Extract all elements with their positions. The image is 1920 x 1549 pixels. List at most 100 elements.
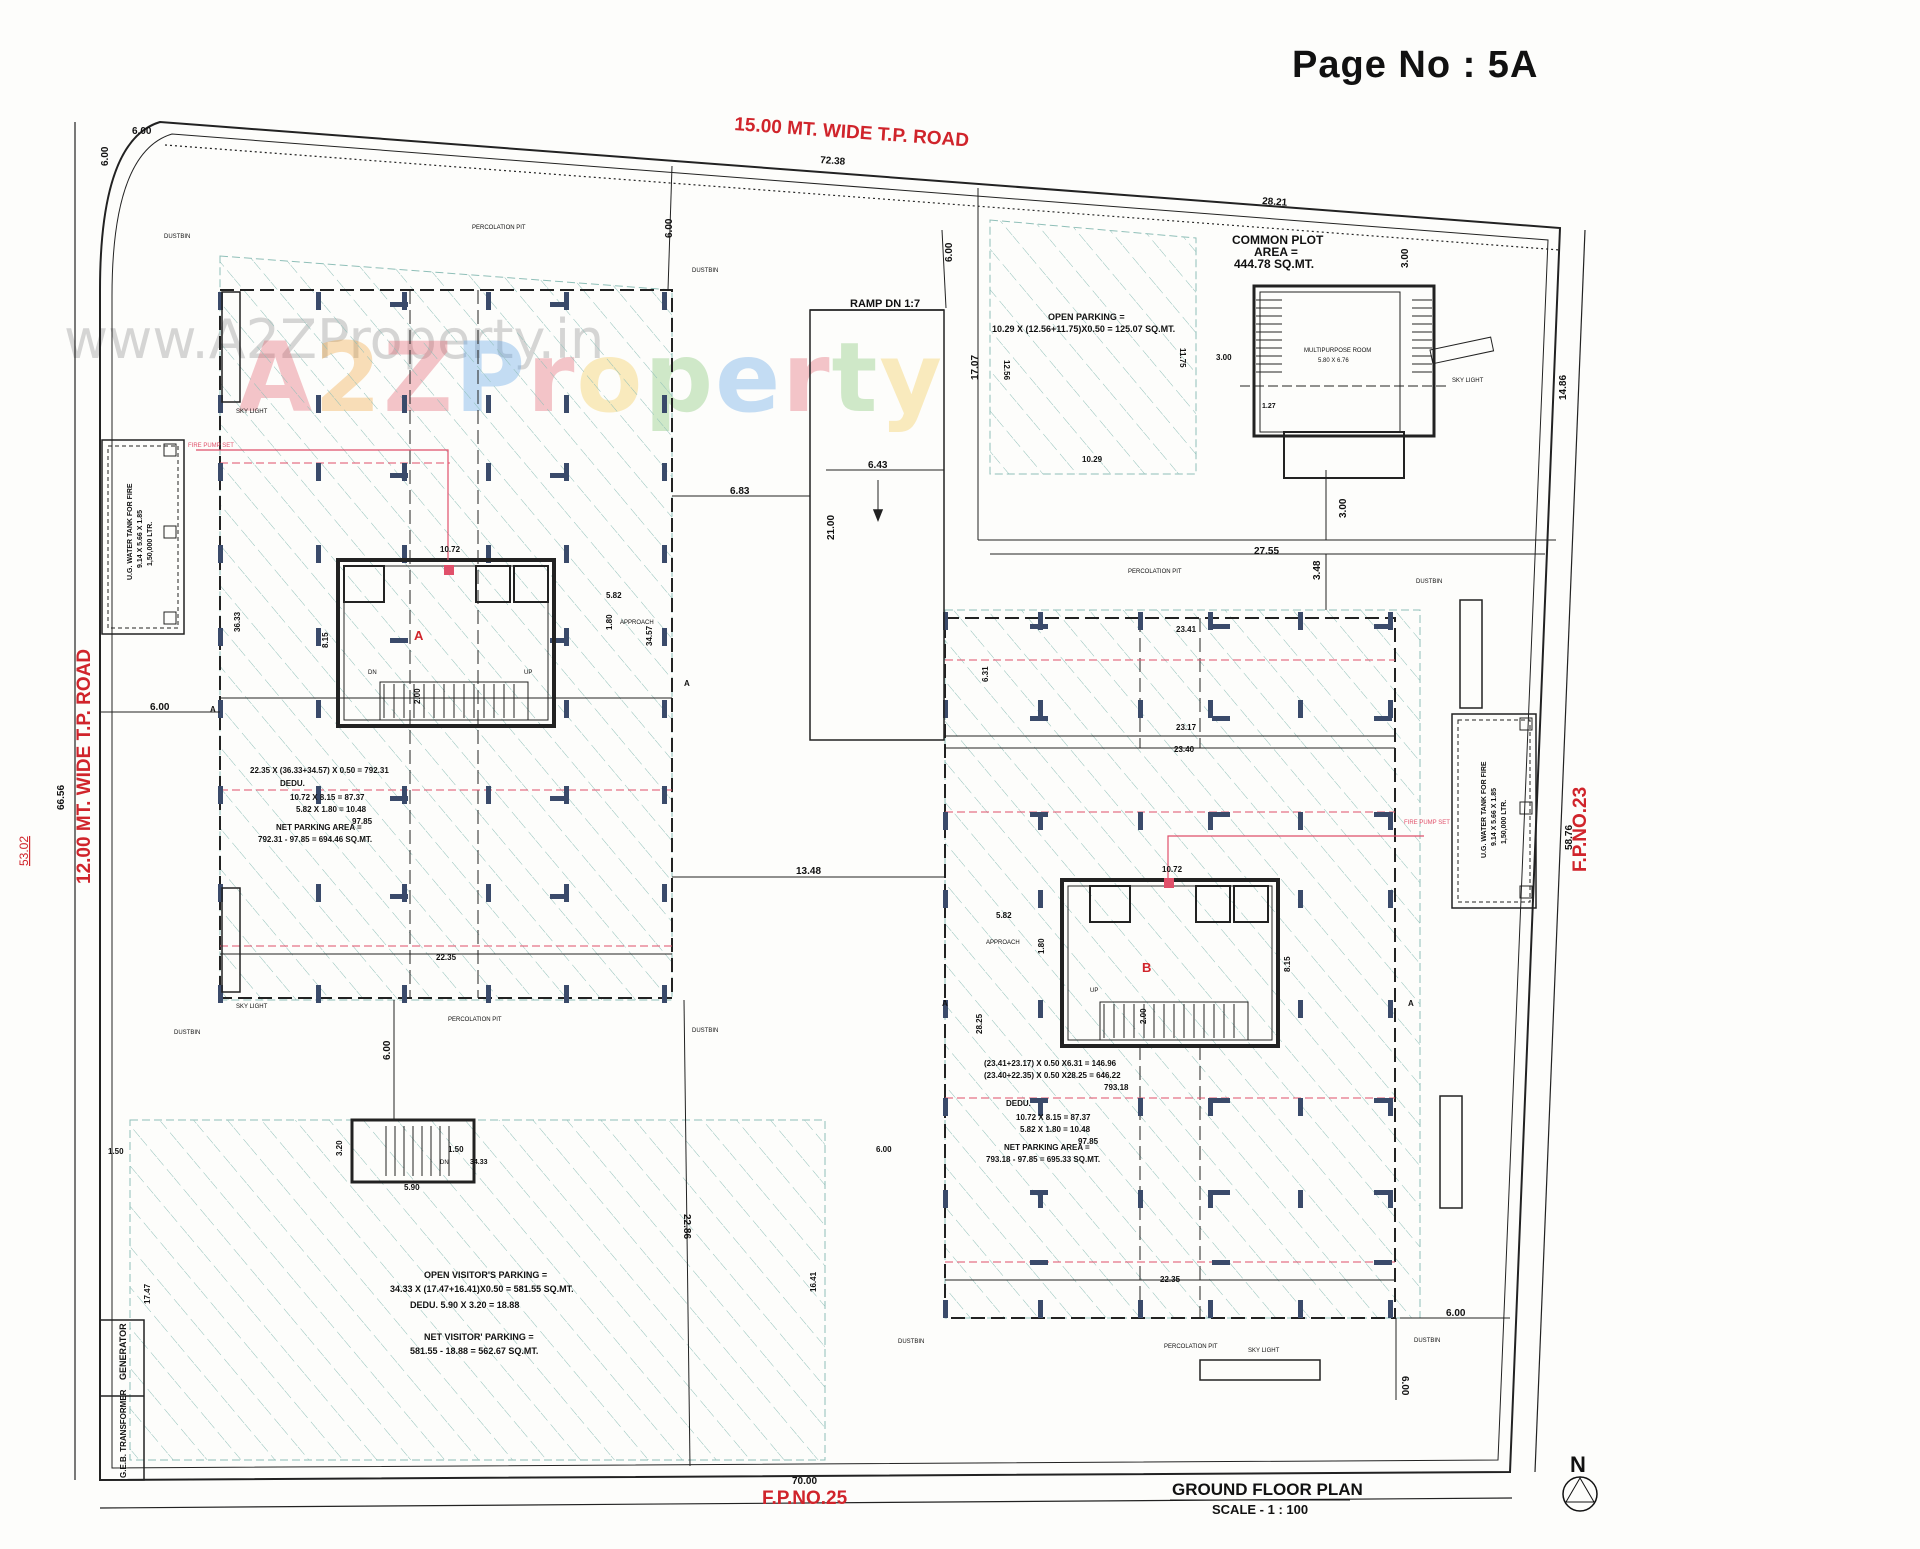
water-tank-left <box>101 439 185 635</box>
column <box>1374 716 1392 721</box>
fire-line-b <box>1167 835 1424 878</box>
calc-b-5: 5.82 X 1.80 = 10.48 <box>1020 1125 1091 1134</box>
column <box>564 884 569 902</box>
calc-b-2: 793.18 <box>1104 1083 1129 1092</box>
dustbin-4: DUSTBIN <box>174 1030 200 1036</box>
column <box>1388 612 1393 630</box>
dim-23-17: 23.17 <box>1176 723 1197 732</box>
calc-a-1: DEDU. <box>280 779 305 788</box>
column <box>564 395 569 413</box>
block-b-label: B <box>1142 960 1151 975</box>
dim-23-41: 23.41 <box>1176 625 1197 634</box>
skylight-4: SKY LIGHT <box>1248 1348 1280 1354</box>
column <box>316 545 321 563</box>
dim-14-86: 14.86 <box>1558 375 1569 400</box>
stair-b <box>1103 1004 1235 1038</box>
percolation-1: PERCOLATION PIT <box>472 225 526 231</box>
dim-6-00-t1: 6.00 <box>664 218 675 238</box>
column <box>486 786 491 804</box>
stair-multipurpose <box>1256 299 1432 373</box>
column <box>1208 1190 1213 1208</box>
column <box>564 545 569 563</box>
dim-5-82-b: 5.82 <box>996 911 1012 920</box>
column <box>218 463 223 481</box>
column <box>486 884 491 902</box>
skylight-2: SKY LIGHT <box>236 1004 268 1010</box>
ramp-label: RAMP DN 1:7 <box>850 298 920 310</box>
section-a-right: A <box>684 679 690 688</box>
column <box>218 884 223 902</box>
section-a-left: A <box>210 705 216 714</box>
column <box>316 786 321 804</box>
dim-28-21: 28.21 <box>1262 196 1288 209</box>
calc-a-2: 10.72 X 8.15 = 87.37 <box>290 793 365 802</box>
dim-6-83: 6.83 <box>730 486 750 497</box>
dustbin-1: DUSTBIN <box>164 234 190 240</box>
drawing-title: GROUND FLOOR PLAN SCALE - 1 : 100 N <box>1170 1452 1598 1517</box>
column <box>1298 700 1303 718</box>
section-b-right: A <box>1408 999 1414 1008</box>
column <box>550 302 568 307</box>
ramp <box>809 309 945 741</box>
column <box>218 545 223 563</box>
percolation-2: PERCOLATION PIT <box>1128 569 1182 575</box>
plot-boundary <box>99 120 1562 1482</box>
column <box>1388 1190 1393 1208</box>
column <box>402 884 407 902</box>
watermark-letter: y <box>879 322 944 434</box>
dim-36-33: 36.33 <box>233 611 242 632</box>
up-a: UP <box>524 670 532 676</box>
skylight-3: SKY LIGHT <box>1452 378 1484 384</box>
column <box>402 395 407 413</box>
column <box>316 985 321 1003</box>
tank-left-l3: 1,50,000 LTR. <box>147 522 154 566</box>
section-b-left: A <box>942 999 948 1008</box>
visitor-stair-block <box>350 1118 476 1184</box>
column <box>943 1300 948 1318</box>
calc-a-4: 97.85 <box>352 817 373 826</box>
multipurpose-room <box>1240 284 1495 479</box>
dim-28-25: 28.25 <box>975 1013 984 1034</box>
dustbin-6: DUSTBIN <box>898 1339 924 1345</box>
tank-right-l3: 1,50,000 LTR. <box>1501 800 1508 844</box>
hatched-zones <box>129 219 1421 1461</box>
column <box>1038 612 1043 630</box>
column <box>1208 700 1213 718</box>
column <box>943 1098 948 1116</box>
column <box>402 545 407 563</box>
column <box>402 786 407 804</box>
dim-3-20: 3.20 <box>335 1140 344 1156</box>
column <box>662 463 667 481</box>
generator-transformer <box>99 1319 145 1481</box>
column <box>1038 1300 1043 1318</box>
dimension-text: 6.00 6.00 72.38 28.21 3.00 14.86 17.07 6… <box>56 126 1575 1487</box>
dim-70-00: 70.00 <box>792 1476 817 1487</box>
column <box>1388 1300 1393 1318</box>
column <box>1138 612 1143 630</box>
north-arrow-icon <box>1562 1476 1598 1512</box>
north-label: N <box>1570 1452 1586 1477</box>
watermark-letter: r <box>782 322 832 434</box>
approach-2: APPROACH <box>986 940 1020 946</box>
dim-5-82-a: 5.82 <box>606 591 622 600</box>
plan-scale: SCALE - 1 : 100 <box>1212 1502 1308 1517</box>
column <box>316 628 321 646</box>
dim-53-02: 53.02 <box>17 836 31 866</box>
dim-10-72-a: 10.72 <box>440 545 461 554</box>
column <box>486 985 491 1003</box>
dim-23-40: 23.40 <box>1174 745 1195 754</box>
column <box>218 292 223 310</box>
common-plot-l2: AREA = <box>1254 245 1298 259</box>
column <box>390 302 408 307</box>
column <box>1298 812 1303 830</box>
common-plot-l1: COMMON PLOT <box>1232 233 1324 247</box>
stair-visitor <box>385 1126 450 1176</box>
column <box>1138 1190 1143 1208</box>
column <box>943 1190 948 1208</box>
column <box>1298 1190 1303 1208</box>
road-top-label: 15.00 MT. WIDE T.P. ROAD <box>734 114 970 151</box>
column <box>1388 1000 1393 1018</box>
column <box>390 894 408 899</box>
column <box>1374 1190 1392 1195</box>
fire-hydrant-b <box>1164 878 1174 888</box>
